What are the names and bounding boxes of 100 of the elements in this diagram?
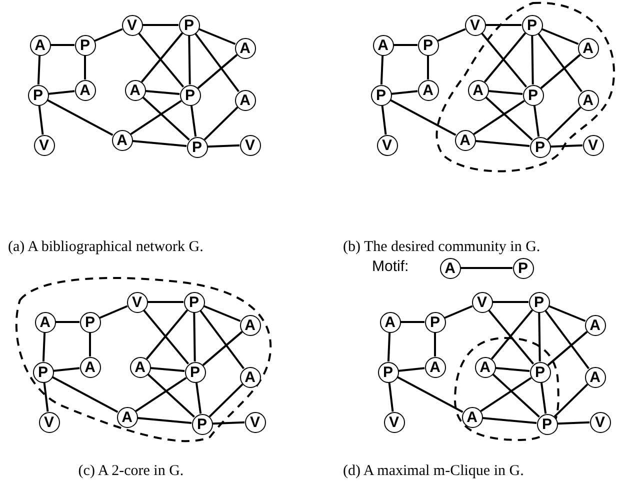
graph-vertex: P [184, 292, 204, 312]
graph-edge [37, 55, 41, 85]
graph-edge [387, 332, 391, 362]
graph-edge [148, 301, 184, 303]
graph-vertex: V [590, 412, 610, 432]
graph-edge [390, 99, 456, 136]
graph-edge [427, 56, 429, 80]
graph-vertex: P [180, 84, 200, 106]
graph-vertex: V [34, 134, 54, 156]
graph-vertex: V [240, 134, 260, 156]
graph-edge [544, 310, 590, 370]
graph-vertex: P [186, 136, 208, 158]
graph-edge [531, 35, 534, 85]
graph-edge [381, 105, 387, 135]
graph-vertex: A [30, 34, 50, 56]
graph-edge [204, 106, 238, 140]
graph-edge [541, 28, 579, 45]
graph-vertex: P [418, 34, 438, 56]
graph-vertex: A [440, 258, 460, 278]
figure-caption: (d) A maximal m-Clique in G. [343, 462, 525, 481]
graph-edge [142, 24, 178, 26]
figure-caption: (c) A 2-core in G. [77, 462, 185, 481]
graph-edge [99, 305, 128, 319]
graph-vertex: P [522, 14, 542, 36]
graph-edge [137, 416, 192, 424]
graph-edge [212, 421, 245, 425]
graph-edge [188, 35, 191, 85]
graph-edge [482, 416, 537, 424]
graph-edge [550, 144, 583, 148]
graph-edge [208, 384, 244, 418]
graph-vertex: P [512, 258, 534, 278]
graph-edge [203, 305, 241, 322]
graph-vertex: P [184, 362, 206, 382]
graph-edge [52, 376, 118, 413]
graph-vertex: A [112, 130, 132, 150]
graph-edge [142, 96, 190, 141]
graph-edge [391, 90, 418, 95]
graph-vertex: A [424, 356, 446, 378]
graph-vertex: A [34, 312, 56, 332]
graph-edge [46, 99, 114, 136]
graph-vertex: V [472, 292, 492, 312]
graph-edge [485, 96, 533, 141]
graph-vertex: P [28, 84, 48, 106]
graph-vertex: A [234, 90, 256, 110]
motif-label: Motif: [372, 258, 409, 275]
graph-edge [473, 100, 525, 136]
graph-edge [460, 267, 512, 269]
graph-edge [540, 54, 581, 89]
graph-vertex: V [582, 134, 604, 156]
graph-edge [43, 382, 49, 412]
graph-edge [84, 56, 86, 80]
graph-vertex: P [424, 312, 446, 332]
graph-edge [398, 367, 425, 372]
graph-vertex: A [468, 80, 488, 100]
graph-edge [488, 90, 523, 96]
graph-edge [537, 32, 583, 92]
graph-vertex: A [124, 80, 146, 100]
graph-edge [437, 28, 466, 42]
graph-edge [388, 382, 394, 412]
graph-vertex: P [178, 14, 200, 36]
graph-vertex: V [122, 14, 142, 36]
graph-vertex: P [74, 34, 96, 56]
graph-edge [554, 384, 588, 418]
graph-vertex: V [464, 14, 486, 36]
graph-edge [193, 312, 196, 362]
graph-edge [396, 376, 464, 413]
graph-vertex: P [536, 414, 558, 434]
graph-vertex: A [372, 34, 394, 56]
graph-edge [190, 105, 197, 137]
graph-edge [548, 305, 586, 322]
graph-vertex: A [454, 130, 476, 150]
graph-vertex: A [584, 366, 606, 388]
graph-edge [540, 382, 547, 414]
figure-caption: (a) A bibliographical network G. [8, 238, 204, 257]
graph-vertex: P [192, 414, 212, 434]
graph-edge [56, 321, 80, 323]
graph-vertex: P [370, 84, 392, 106]
graph-vertex: A [234, 38, 256, 58]
graph-edge [546, 106, 582, 140]
graph-vertex: A [474, 356, 496, 378]
graph-vertex: A [418, 80, 438, 100]
graph-edge [89, 332, 91, 356]
graph-edge [197, 54, 238, 89]
graph-vertex: V [384, 412, 404, 432]
graph-edge [400, 321, 424, 323]
graph-edge [538, 312, 541, 362]
graph-edge [444, 305, 473, 319]
graph-vertex: V [126, 292, 148, 312]
graph-edge [48, 90, 75, 95]
graph-vertex: A [130, 356, 150, 378]
graph-edge [434, 332, 436, 356]
graph-vertex: A [380, 312, 400, 332]
graph-edge [480, 376, 532, 412]
graph-vertex: P [378, 362, 398, 382]
graph-edge [195, 382, 202, 414]
graph-vertex: P [530, 362, 550, 382]
figure-caption: (b) The desired community in G. [343, 238, 542, 257]
graph-edge [53, 367, 80, 372]
graph-vertex: A [74, 80, 96, 100]
graph-vertex: A [80, 356, 100, 378]
